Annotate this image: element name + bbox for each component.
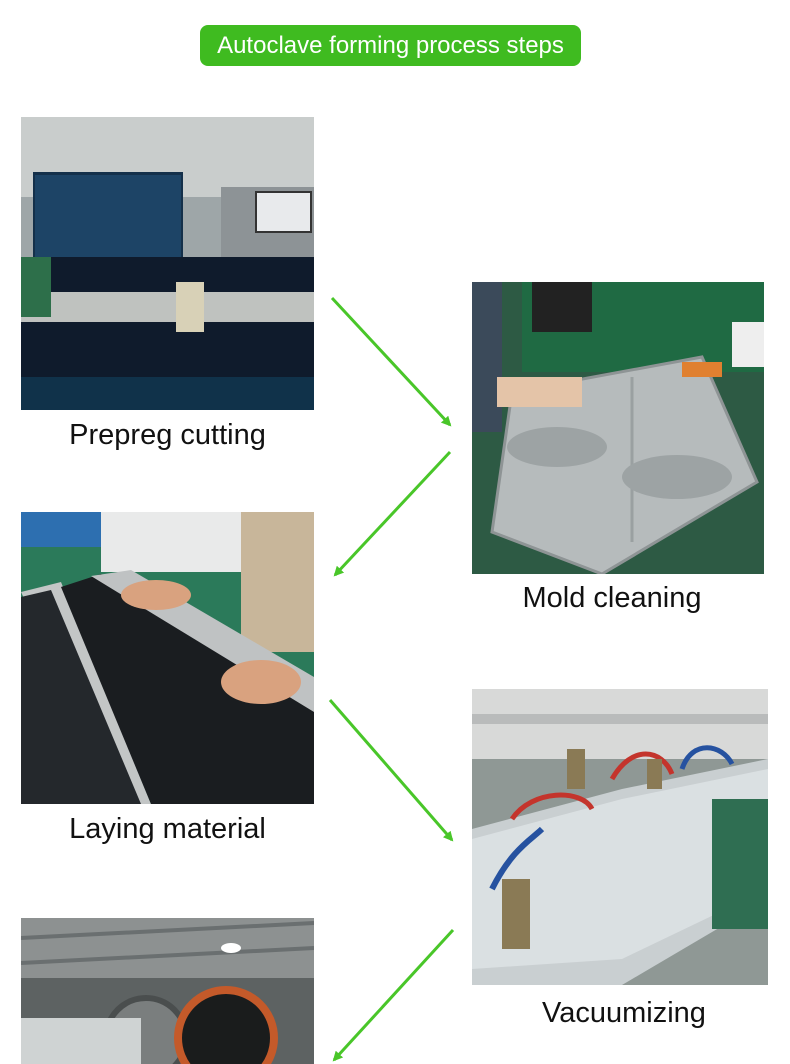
- mold-cleaning-photo: [472, 282, 764, 574]
- arrow-down-right-icon: [328, 699, 454, 842]
- vacuumizing-photo: [472, 689, 768, 985]
- mold-cleaning-caption: Mold cleaning: [522, 582, 702, 614]
- arrow-down-left-icon: [332, 928, 455, 1062]
- arrow-down-left-icon: [333, 450, 452, 577]
- prepreg-cutting-photo: [21, 117, 314, 410]
- vacuumizing-caption: Vacuumizing: [542, 997, 706, 1029]
- autoclave-photo: [21, 918, 314, 1064]
- laying-material-caption: Laying material: [69, 813, 266, 845]
- page-title: Autoclave forming process steps: [200, 25, 581, 66]
- laying-material-photo: [21, 512, 314, 804]
- prepreg-cutting-caption: Prepreg cutting: [69, 419, 266, 451]
- arrow-down-right-icon: [330, 296, 452, 427]
